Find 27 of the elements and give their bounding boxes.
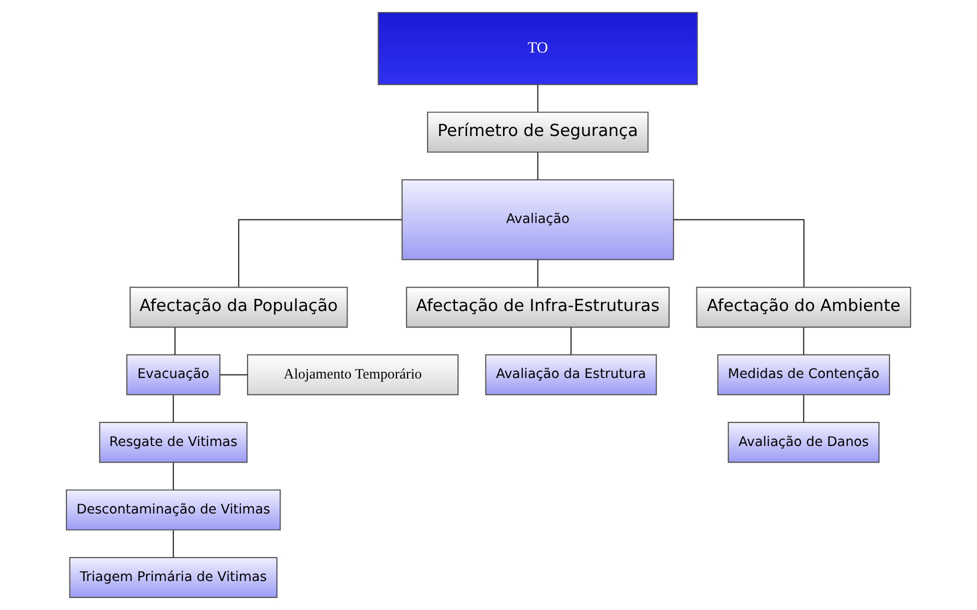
connector	[537, 152, 538, 180]
connector	[172, 530, 174, 558]
connector	[172, 462, 174, 490]
connector	[238, 219, 402, 287]
node-box: Perímetro de Segurança	[427, 112, 649, 153]
node-box: Triagem Primária de Vitimas	[69, 557, 278, 598]
node-box: Afectação do Ambiente	[696, 286, 912, 328]
node-box: Medidas de Contenção	[717, 354, 890, 396]
connector	[803, 395, 804, 422]
connector	[537, 85, 538, 112]
connector	[220, 374, 248, 376]
node-box: Descontaminação de Vitimas	[66, 489, 281, 530]
node-box: Resgate de Vitimas	[99, 422, 248, 463]
node-box: Avaliação	[402, 179, 674, 260]
connector	[674, 219, 804, 287]
node-box: Avaliação da Estrutura	[485, 354, 657, 396]
node-box: TO	[378, 12, 698, 86]
connector	[172, 395, 174, 422]
connector	[174, 328, 176, 355]
connector	[803, 328, 804, 355]
node-box: Afectação de Infra-Estruturas	[406, 286, 670, 328]
node-box: Alojamento Temporário	[247, 354, 459, 396]
node-box: Avaliação de Danos	[728, 422, 880, 463]
connector	[537, 260, 538, 287]
node-box: Afectação da População	[130, 286, 348, 328]
connector	[570, 328, 572, 355]
node-box: Evacuação	[126, 354, 220, 396]
